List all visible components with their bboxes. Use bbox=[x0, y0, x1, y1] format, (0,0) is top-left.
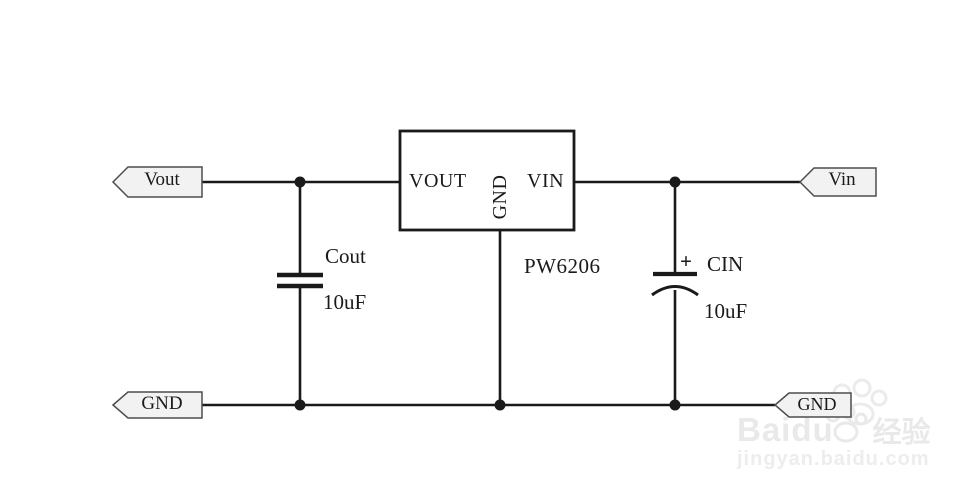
gnd-left-port-flag bbox=[111, 391, 203, 419]
junction-dot bbox=[294, 399, 306, 411]
cin-polarity-mark: + bbox=[680, 249, 692, 273]
cin-capacitor-symbol bbox=[651, 271, 699, 297]
junction-dot bbox=[494, 399, 506, 411]
gnd-right-port-label: GND bbox=[797, 394, 837, 414]
junction-dot bbox=[669, 176, 681, 188]
junction-dot bbox=[294, 176, 306, 188]
ic-pin-vin-label: VIN bbox=[527, 170, 565, 192]
vout-port-flag bbox=[111, 166, 203, 198]
vin-port-label: Vin bbox=[828, 169, 856, 190]
cout-name-label: Cout bbox=[325, 244, 366, 268]
vin-port-flag bbox=[798, 167, 877, 197]
cout-value-label: 10uF bbox=[323, 290, 367, 314]
cin-value-label: 10uF bbox=[704, 299, 748, 323]
ic-part-number: PW6206 bbox=[524, 254, 601, 278]
vout-port-label: Vout bbox=[144, 169, 180, 190]
watermark-url: jingyan.baidu.com bbox=[737, 448, 930, 470]
gnd-left-port-label: GND bbox=[141, 393, 183, 414]
cin-name-label: CIN bbox=[707, 252, 744, 276]
ic-pin-vout-label: VOUT bbox=[409, 170, 467, 192]
ic-pin-gnd-label: GND bbox=[489, 174, 511, 220]
gnd-right-port-flag bbox=[773, 392, 852, 418]
ic-body bbox=[398, 129, 576, 232]
watermark-brand-cn: 经验 bbox=[872, 417, 931, 449]
junction-dot bbox=[669, 399, 681, 411]
cout-capacitor-symbol bbox=[277, 272, 323, 289]
